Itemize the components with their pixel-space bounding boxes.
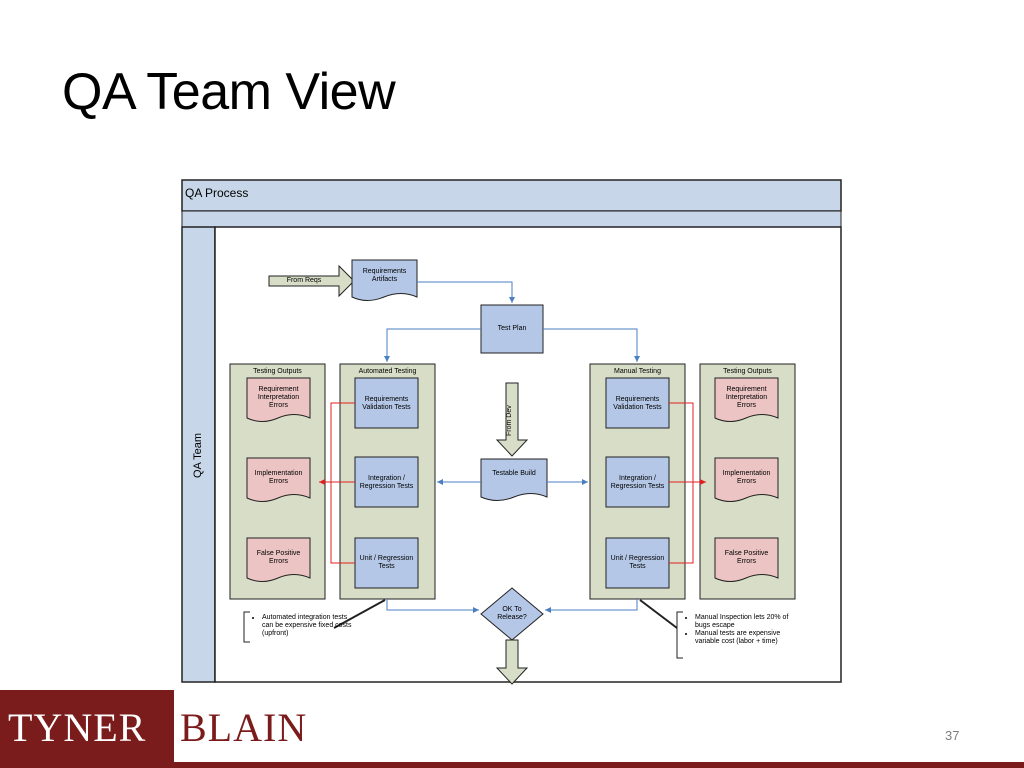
- manual-task-label: Unit / Regression Tests: [610, 555, 665, 570]
- left-output-label: Implementation Errors: [254, 470, 303, 485]
- flow-artifacts-to-testplan: [417, 281, 515, 303]
- right-output-label: False Positive Errors: [724, 550, 769, 565]
- release-arrow: [495, 639, 529, 685]
- from-reqs-label: From Reqs: [286, 277, 322, 284]
- left-output-label: Requirement Interpretation Errors: [257, 386, 300, 409]
- note-right-bracket: [676, 611, 683, 659]
- automated-task-label: Requirements Validation Tests: [362, 396, 411, 411]
- requirements-artifacts-doc: [351, 259, 418, 301]
- right-output-label: Requirement Interpretation Errors: [725, 386, 768, 409]
- automated-testing-title: Automated Testing: [358, 368, 417, 375]
- note-left-leader: [333, 599, 386, 629]
- flow-automated-to-decision: [386, 599, 479, 613]
- note-left-item: Automated integration tests can be expen…: [262, 614, 357, 638]
- logo-box: [0, 690, 174, 762]
- testable-build-label: Testable Build: [492, 470, 536, 477]
- left-outputs-title: Testing Outputs: [253, 368, 302, 375]
- page-number: 37: [945, 728, 960, 743]
- note-right-leader: [639, 599, 678, 629]
- note-left: Automated integration tests can be expen…: [250, 614, 357, 638]
- manual-integration-box: [605, 456, 670, 508]
- right-req-interp-doc: [714, 377, 779, 422]
- test-plan-label: Test Plan: [497, 325, 527, 332]
- pool-header: [181, 179, 842, 212]
- manual-task-label: Integration / Regression Tests: [610, 475, 665, 490]
- from-dev-arrow: [495, 382, 529, 457]
- footer-bar: [0, 762, 1024, 768]
- right-output-label: Implementation Errors: [722, 470, 771, 485]
- note-right-item: Manual Inspection lets 20% of bugs escap…: [695, 614, 790, 630]
- lane-header: [181, 226, 216, 683]
- left-output-label: False Positive Errors: [256, 550, 301, 565]
- from-reqs-arrow: [268, 264, 355, 298]
- flow-testplan-to-manual: [543, 328, 640, 362]
- testable-build-doc: [480, 458, 548, 501]
- left-implementation-doc: [246, 457, 311, 502]
- slide-title: QA Team View: [62, 63, 396, 121]
- note-right-item: Manual tests are expensive variable cost…: [695, 630, 790, 646]
- auto-integration-box: [354, 456, 419, 508]
- flow-manual-to-decision: [545, 599, 638, 613]
- manual-task-label: Requirements Validation Tests: [613, 396, 662, 411]
- pool-subheader: [181, 210, 842, 228]
- from-dev-label: From Dev: [506, 405, 513, 436]
- flow-testplan-to-automated: [384, 328, 481, 362]
- red-bracket-manual: [669, 402, 694, 564]
- left-req-interp-doc: [246, 377, 311, 422]
- lane-title: QA Team: [192, 432, 204, 478]
- requirements-artifacts-label: Requirements Artifacts: [362, 268, 407, 283]
- right-implementation-doc: [714, 457, 779, 502]
- right-outputs-title: Testing Outputs: [723, 368, 772, 375]
- manual-testing-title: Manual Testing: [614, 368, 661, 375]
- automated-task-label: Unit / Regression Tests: [359, 555, 414, 570]
- note-right: Manual Inspection lets 20% of bugs escap…: [683, 614, 790, 646]
- auto-req-validation-box: [354, 377, 419, 429]
- note-left-bracket: [243, 611, 250, 643]
- logo-right-word: BLAIN: [180, 705, 308, 750]
- left-false-positive-doc: [246, 537, 311, 582]
- manual-req-validation-box: [605, 377, 670, 429]
- pool-title: QA Process: [185, 186, 249, 200]
- automated-task-label: Integration / Regression Tests: [359, 475, 414, 490]
- right-false-positive-doc: [714, 537, 779, 582]
- red-bracket-automated: [330, 402, 355, 564]
- manual-unit-box: [605, 537, 670, 589]
- logo-left-word: TYNER: [8, 705, 147, 750]
- ok-to-release-label: OK To Release?: [497, 606, 527, 621]
